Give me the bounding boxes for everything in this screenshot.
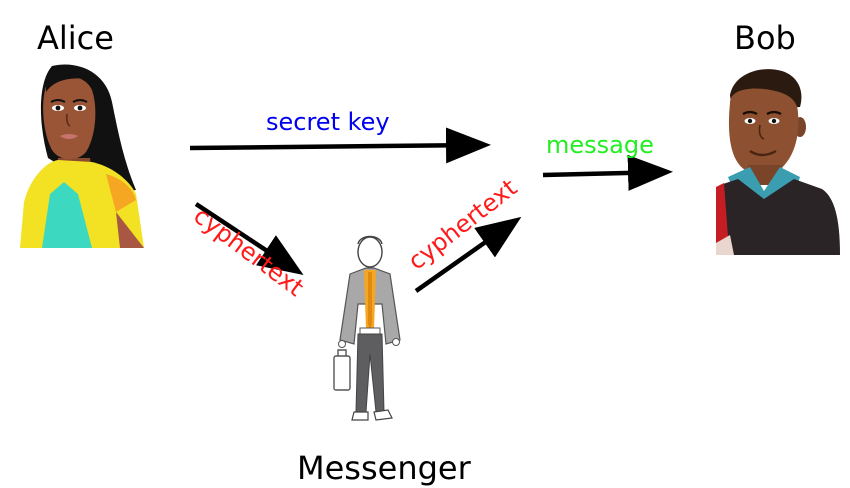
message-label: message bbox=[546, 131, 654, 159]
bob-label: Bob bbox=[734, 19, 796, 57]
alice-label: Alice bbox=[37, 19, 114, 57]
messenger-figure-icon bbox=[333, 235, 401, 421]
message-arrow bbox=[542, 154, 673, 191]
cyphertext-to-bob-arrow bbox=[414, 216, 522, 293]
messenger-label: Messenger bbox=[297, 449, 471, 487]
bob-portrait-icon bbox=[716, 69, 840, 255]
cyphertext-to-messenger-arrow bbox=[194, 202, 304, 275]
secret-key-arrow bbox=[189, 127, 491, 164]
alice-portrait-icon bbox=[20, 64, 144, 248]
secret-key-label: secret key bbox=[266, 108, 390, 136]
